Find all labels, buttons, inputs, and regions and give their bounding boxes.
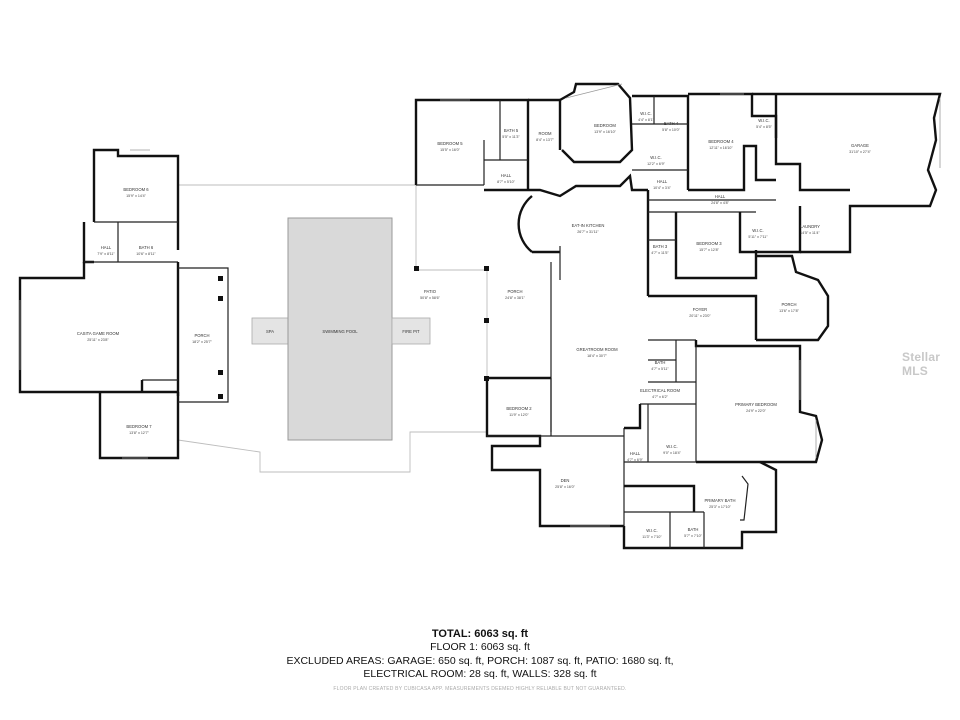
room-dim-wic-b: 12'2" x 6'9" [647, 162, 665, 166]
room-dim-room: 8'4" x 13'7" [536, 138, 554, 142]
room-name-spa: SPA [266, 329, 274, 334]
floor-plan: BEDROOM 6 15'9" x 14'4" HALL 7'9" x 8'11… [18, 82, 942, 550]
room-name-bedroom-7: BEDROOM 7 [126, 424, 152, 429]
room-name-bedroom-3: BEDROOM 3 [696, 241, 722, 246]
room-dim-bath-small: 4'7" x 5'11" [651, 367, 669, 371]
room-name-laundry: LAUNDRY [800, 224, 820, 229]
casita-columns [218, 276, 223, 399]
room-dim-hall-north: 8'7" x 5'10" [497, 180, 515, 184]
room-name-hall-d: HALL [630, 451, 641, 456]
room-name-bath-6: BATH 6 [139, 245, 154, 250]
room-dim-wic-e: 9'0" x 18'4" [663, 451, 681, 455]
room-dim-greatroom: 18'4" x 30'7" [587, 354, 607, 358]
excluded-areas-line-2: ELECTRICAL ROOM: 28 sq. ft, WALLS: 328 s… [363, 668, 597, 681]
room-dim-porch-entry: 13'6" x 17'8" [779, 309, 799, 313]
room-dim-wic-d: 5'11" x 7'11" [748, 235, 768, 239]
room-labels: BEDROOM 6 15'9" x 14'4" HALL 7'9" x 8'11… [77, 111, 872, 539]
room-name-bath-primary-small: BATH [688, 527, 699, 532]
room-dim-garage: 31'10" x 27'4" [849, 150, 871, 154]
room-name-primary-bedroom: PRIMARY BEDROOM [735, 402, 777, 407]
room-dim-porch-main: 24'8" x 38'1" [505, 296, 525, 300]
room-dim-electrical-room: 4'7" x 6'2" [652, 395, 668, 399]
room-dim-patio: 50'8" x 58'6" [420, 296, 440, 300]
room-name-fire-pit: FIRE PIT [402, 329, 420, 334]
room-name-greatroom: GREATROOM ROOM [576, 347, 618, 352]
floor-area: FLOOR 1: 6063 sq. ft [430, 641, 530, 654]
room-name-bedroom-5: BEDROOM 5 [437, 141, 463, 146]
room-name-wic-c: W.I.C. [758, 118, 769, 123]
room-name-bath-small: BATH [655, 360, 666, 365]
room-name-primary-bath: PRIMARY BATH [705, 498, 736, 503]
room-name-room: ROOM [538, 131, 552, 136]
room-dim-bath-4: 5'8" x 10'0" [662, 128, 680, 132]
room-name-bedroom-2: BEDROOM 2 [506, 406, 532, 411]
room-name-bath-3: BATH 3 [653, 244, 668, 249]
room-dim-laundry: 14'5" x 11'4" [800, 231, 820, 235]
room-dim-bedroom-6: 15'9" x 14'4" [126, 194, 146, 198]
room-dim-den: 25'8" x 16'0" [555, 485, 575, 489]
room-name-bedroom-top: BEDROOM [594, 123, 616, 128]
room-name-electrical-room: ELECTRICAL ROOM [640, 388, 680, 393]
room-name-hall-casita: HALL [101, 245, 112, 250]
room-name-foyer: FOYER [693, 307, 707, 312]
room-dim-wic-a: 4'4" x 8'1" [638, 118, 654, 122]
room-dim-casita-game-room: 25'11" x 23'8" [87, 338, 109, 342]
room-name-bath-4: BATH 4 [664, 121, 679, 126]
room-name-porch-main: PORCH [507, 289, 522, 294]
disclaimer-footnote: FLOOR PLAN CREATED BY CUBICASA APP. MEAS… [333, 685, 627, 692]
room-dim-hall-b: 10'4" x 3'4" [653, 186, 671, 190]
watermark-logo: Stellar MLS [902, 350, 941, 378]
room-dim-bedroom-top: 13'9" x 16'10" [594, 130, 616, 134]
room-name-hall-b: HALL [657, 179, 668, 184]
pool-area [251, 217, 431, 441]
room-dim-primary-bath: 25'3" x 17'10" [709, 505, 731, 509]
room-dim-bedroom-2: 11'9" x 12'0" [509, 413, 529, 417]
room-name-wic-e: W.I.C. [666, 444, 677, 449]
room-name-casita-game-room: CASITA GAME ROOM [77, 331, 120, 336]
room-dim-porch-casita: 18'2" x 25'7" [192, 340, 212, 344]
total-area: TOTAL: 6063 sq. ft [431, 628, 529, 640]
room-dim-hall-casita: 7'9" x 8'11" [97, 252, 115, 256]
room-name-den: DEN [561, 478, 570, 483]
room-name-bedroom-6: BEDROOM 6 [123, 187, 149, 192]
room-name-bedroom-4: BEDROOM 4 [708, 139, 734, 144]
room-dim-primary-bedroom: 24'9" x 22'0" [746, 409, 766, 413]
room-dim-hall-c: 24'8" x 4'8" [711, 201, 729, 205]
room-dim-wic-f: 11'3" x 7'10" [642, 535, 662, 539]
room-dim-bath-3: 4'7" x 11'5" [651, 251, 669, 255]
room-name-eat-in-kitchen: EAT-IN KITCHEN [572, 223, 605, 228]
excluded-areas-line-1: EXCLUDED AREAS: GARAGE: 650 sq. ft, PORC… [286, 654, 674, 667]
room-name-bath-5: BATH 5 [504, 128, 519, 133]
room-name-wic-d: W.I.C. [752, 228, 763, 233]
room-dim-wic-c: 5'4" x 8'5" [756, 125, 772, 129]
room-dim-bath-5: 5'5" x 11'3" [502, 135, 520, 139]
casita [18, 148, 229, 460]
room-name-wic-a: W.I.C. [640, 111, 651, 116]
room-name-swimming-pool: SWIMMING POOL [322, 329, 358, 334]
room-name-hall-c: HALL [715, 194, 726, 199]
main-house [414, 82, 942, 550]
room-dim-bedroom-3: 15'7" x 12'8" [699, 248, 719, 252]
room-dim-bedroom-4: 12'11" x 16'10" [709, 146, 733, 150]
room-name-porch-casita: PORCH [194, 333, 209, 338]
room-name-porch-entry: PORCH [781, 302, 796, 307]
room-name-patio: PATIO [424, 289, 437, 294]
room-dim-bath-primary-small: 5'7" x 7'10" [684, 534, 702, 538]
room-dim-bedroom-7: 13'8" x 12'7" [129, 431, 149, 435]
room-dim-eat-in-kitchen: 26'7" x 31'11" [577, 230, 599, 234]
room-dim-hall-d: 4'7" x 6'9" [627, 458, 643, 462]
room-name-garage: GARAGE [851, 143, 869, 148]
porch-columns [414, 266, 489, 381]
room-dim-bath-6: 10'6" x 8'11" [136, 252, 156, 256]
room-name-hall-north: HALL [501, 173, 512, 178]
room-name-wic-b: W.I.C. [650, 155, 661, 160]
room-dim-foyer: 20'11" x 23'0" [689, 314, 711, 318]
room-dim-bedroom-5: 15'5" x 16'0" [440, 148, 460, 152]
area-summary: TOTAL: 6063 sq. ft FLOOR 1: 6063 sq. ft … [0, 628, 960, 692]
room-name-wic-f: W.I.C. [646, 528, 657, 533]
